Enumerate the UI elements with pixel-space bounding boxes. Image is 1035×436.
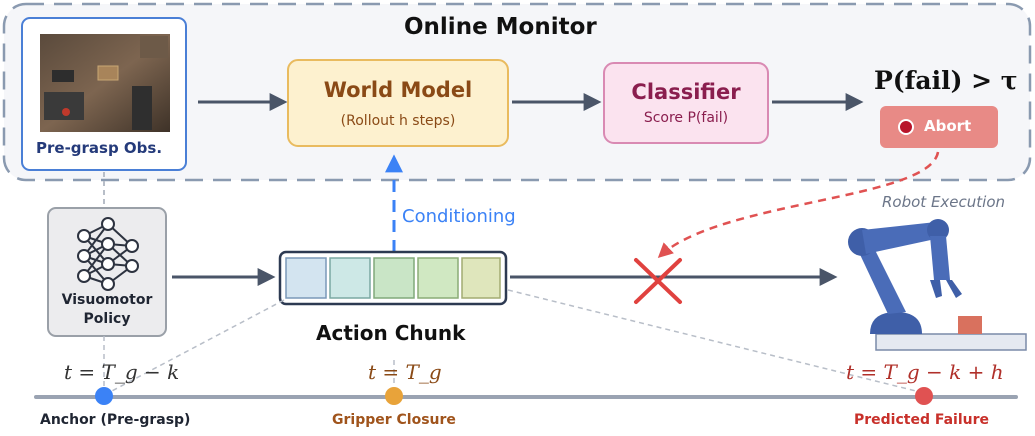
- anchor-label: Anchor (Pre-grasp): [40, 412, 191, 428]
- failure-marker: [915, 387, 933, 405]
- abort-label: Abort: [924, 117, 972, 135]
- classifier-box: [603, 62, 769, 144]
- policy-label-line2: Policy: [83, 311, 131, 327]
- conditioning-label: Conditioning: [402, 206, 516, 227]
- gripper-label: Gripper Closure: [332, 412, 456, 428]
- abort-signal-arrow: [657, 151, 940, 259]
- anchor-time: t = T_g − k: [64, 360, 180, 384]
- robot-execution-label: Robot Execution: [882, 193, 1006, 211]
- classifier-subtitle: Score P(fail): [643, 110, 729, 126]
- failure-time: t = T_g − k + h: [846, 360, 1004, 384]
- policy-box: [47, 207, 167, 337]
- abort-button-bg: [880, 106, 998, 148]
- panel-title: Online Monitor: [404, 14, 597, 40]
- online-monitor-panel: [2, 2, 1032, 182]
- chunk-cell-5: [461, 257, 501, 299]
- neural-network-icon: [77, 217, 139, 291]
- world-model-box: [287, 59, 509, 147]
- decision-expression: P(fail) > τ: [874, 66, 1018, 95]
- pre-grasp-image: [40, 34, 170, 132]
- action-chunk-label: Action Chunk: [316, 321, 466, 345]
- robot-arm-icon: [848, 219, 1027, 351]
- chunk-cell-3: [373, 257, 415, 299]
- world-model-title: World Model: [323, 78, 473, 102]
- blocked-x-icon: [634, 258, 682, 304]
- classifier-title: Classifier: [631, 80, 741, 104]
- anchor-marker: [95, 387, 113, 405]
- gripper-time: t = T_g: [368, 360, 442, 384]
- observation-label: Pre-grasp Obs.: [36, 139, 163, 157]
- chunk-cell-1: [285, 257, 327, 299]
- policy-label-line1: Visuomotor: [61, 292, 153, 308]
- gripper-marker: [385, 387, 403, 405]
- chunk-to-anchor-projection: [109, 299, 285, 393]
- world-model-subtitle: (Rollout h steps): [340, 113, 456, 129]
- chunk-to-failure-projection: [507, 289, 921, 393]
- failure-label: Predicted Failure: [854, 412, 990, 428]
- chunk-cell-2: [329, 257, 371, 299]
- abort-record-icon: [898, 119, 914, 135]
- chunk-cell-4: [417, 257, 459, 299]
